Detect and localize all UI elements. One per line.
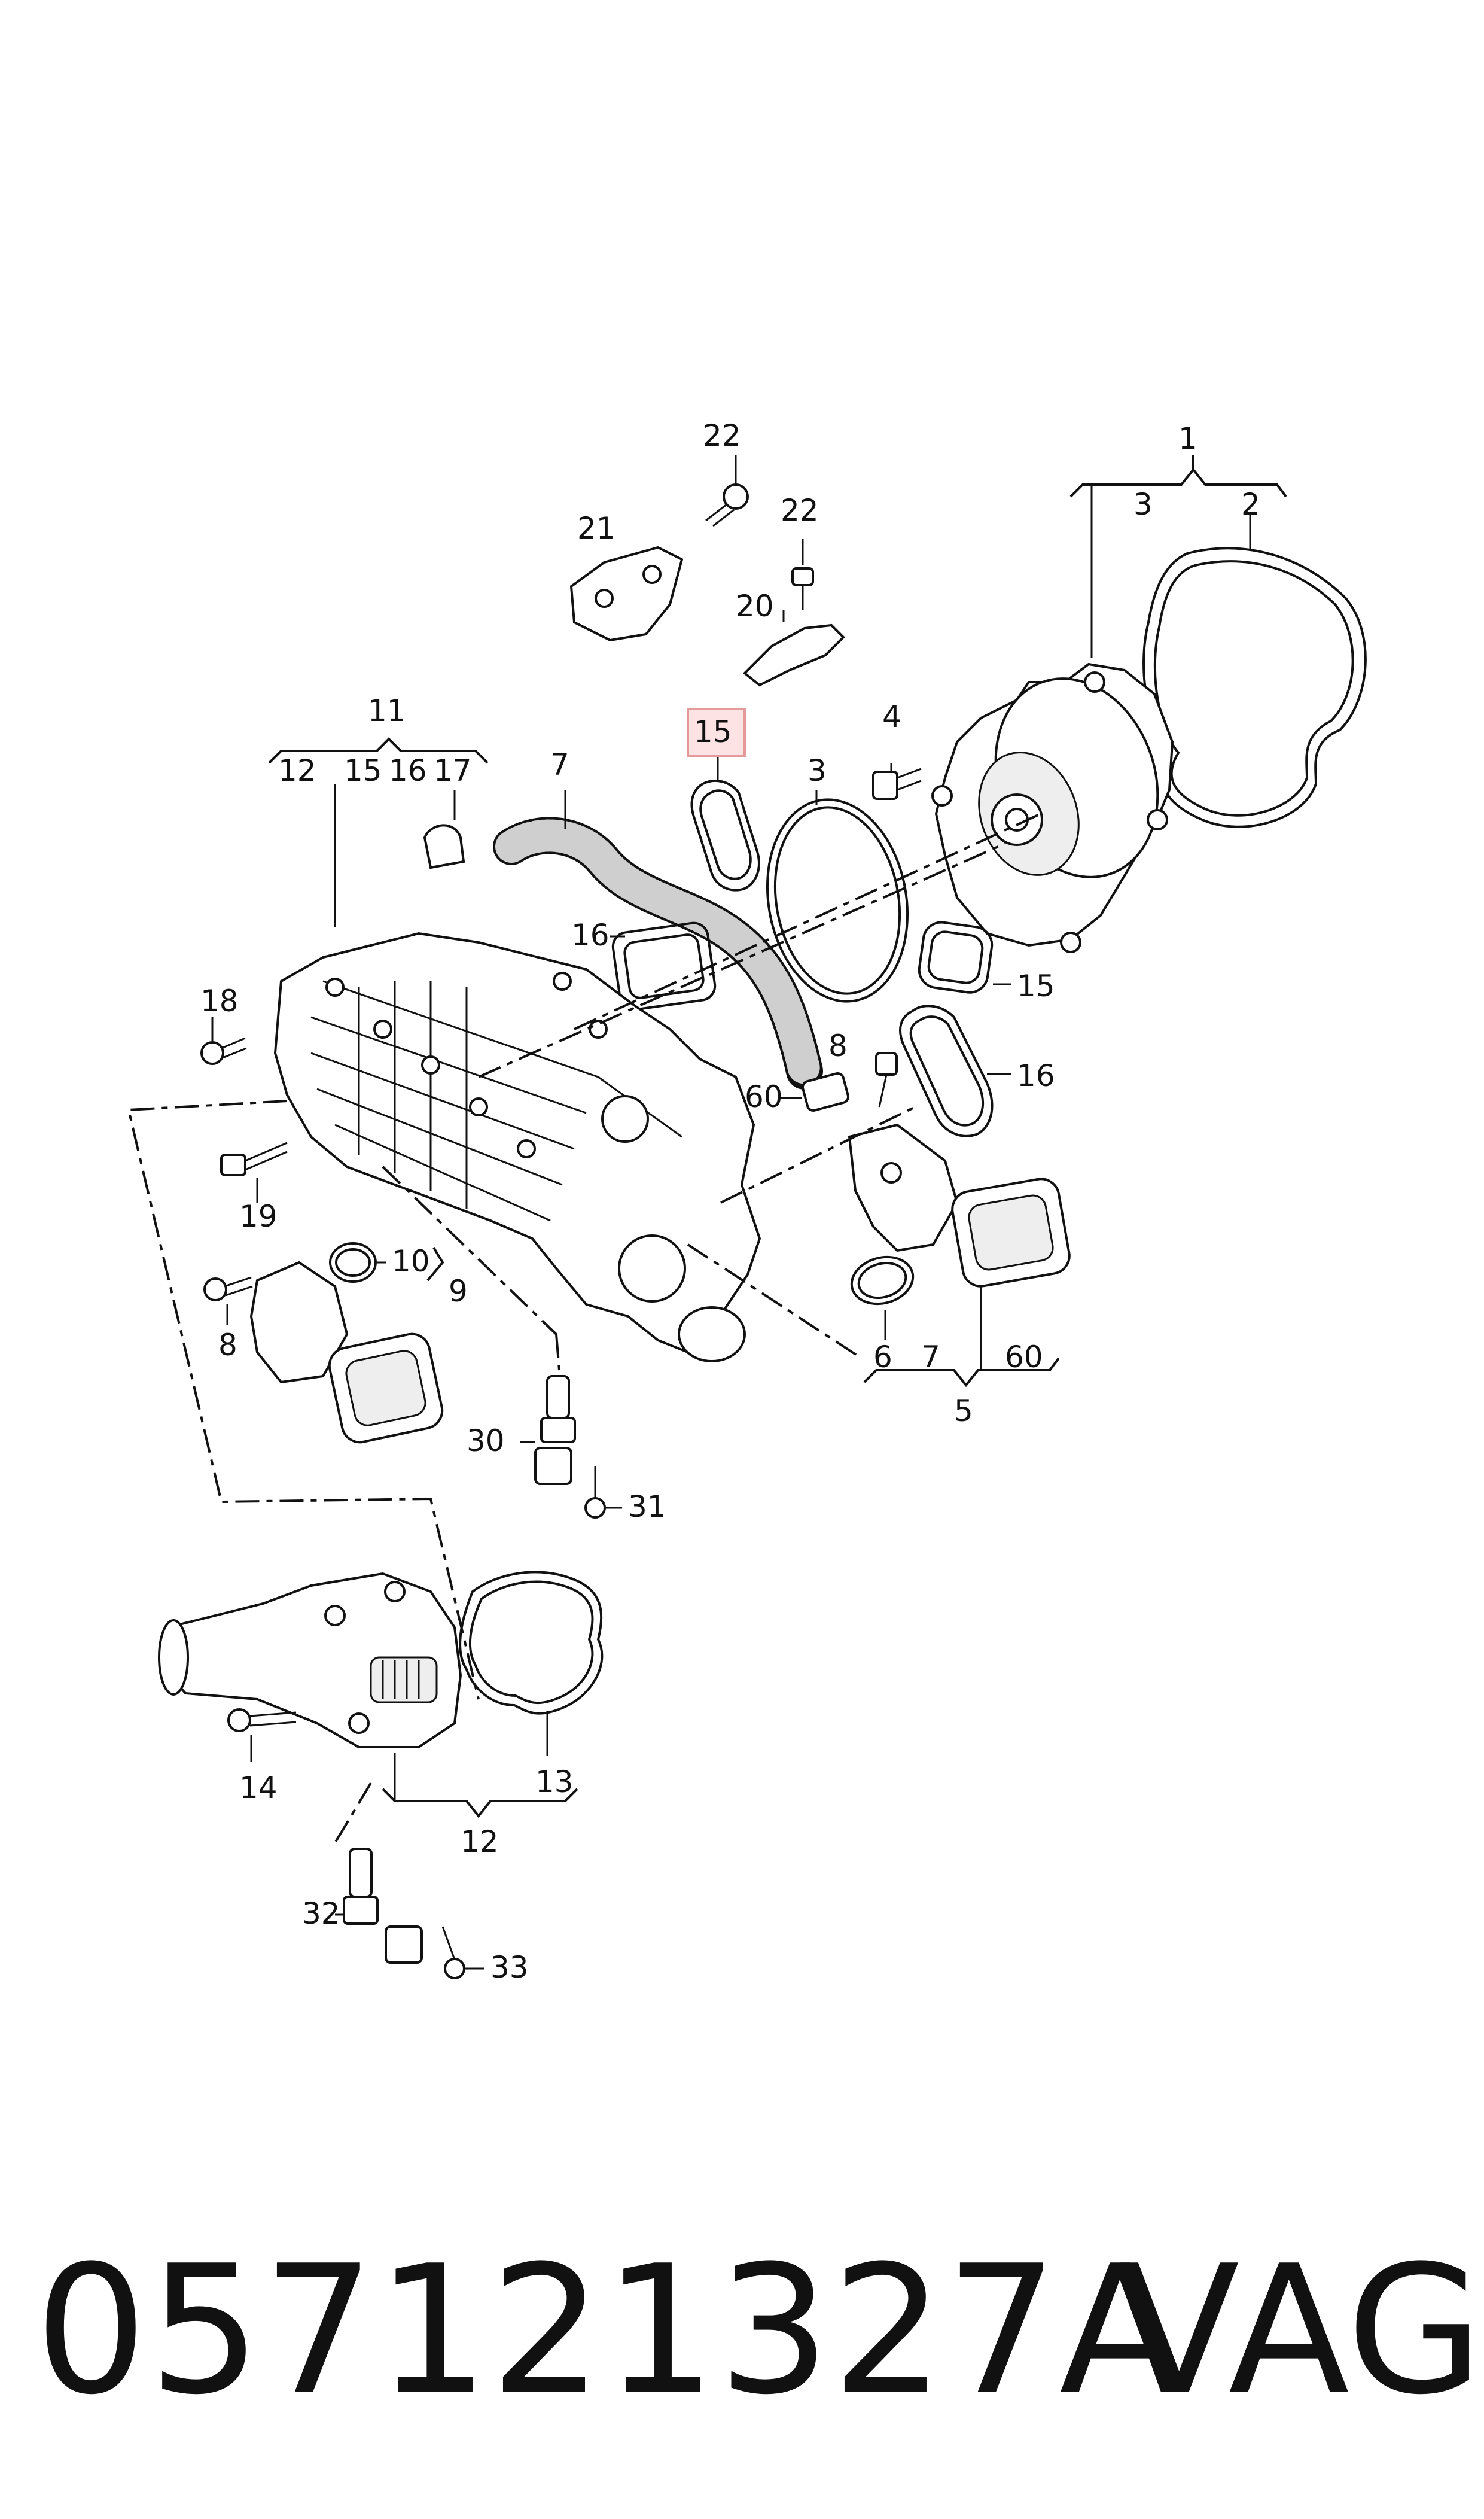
- bolt-33-part: [441, 1926, 484, 1979]
- callout-60-bracket: 60: [1005, 1340, 1043, 1374]
- clip-60-part: [778, 1072, 850, 1112]
- callout-17: 17: [434, 753, 472, 788]
- callout-7-bracket: 7: [921, 1340, 940, 1374]
- callout-2: 2: [1241, 487, 1260, 522]
- callout-18: 18: [200, 984, 239, 1018]
- cap-17-part: [423, 824, 465, 869]
- callout-60-clip: 60: [745, 1079, 783, 1114]
- callout-20: 20: [736, 589, 774, 623]
- callout-8-left: 8: [218, 1328, 237, 1362]
- callout-labels: 1 3 2 22 21 22 20 4 15 3 7 11 12 15 16 1…: [200, 418, 1260, 1985]
- callout-33: 33: [490, 1950, 529, 1985]
- o-ring-10-part: [329, 1242, 377, 1283]
- bolt-18-part: [200, 1017, 247, 1065]
- bolt-14-part: [227, 1708, 297, 1762]
- callout-32: 32: [302, 1896, 340, 1931]
- sensor-32-part: [335, 1848, 423, 1964]
- callout-3-pump: 3: [1133, 487, 1153, 522]
- gasket-16-right-part: [899, 1005, 994, 1137]
- bolt-4-part: [872, 763, 922, 800]
- callout-3-ring: 3: [807, 753, 827, 788]
- callout-21: 21: [577, 511, 615, 546]
- callout-15-highlight: 15: [694, 714, 732, 749]
- callout-10: 10: [392, 1244, 430, 1279]
- callout-11: 11: [368, 693, 406, 728]
- callout-6: 6: [873, 1340, 892, 1374]
- thermostat-9-part: [249, 1261, 444, 1444]
- sensor-30-part: [520, 1375, 576, 1485]
- callout-4: 4: [882, 699, 901, 734]
- gasket-15-right-part: [918, 921, 994, 994]
- brand-label: VAG: [1119, 2227, 1484, 2433]
- bracket-group-11: [268, 737, 489, 927]
- bolt-19-part: [220, 1142, 288, 1203]
- gasket-13-part: [459, 1571, 604, 1715]
- bolt-22-lower-part: [791, 539, 814, 610]
- callout-14: 14: [239, 1770, 278, 1805]
- hose-7-part: [493, 790, 823, 1090]
- water-pump-part: [931, 662, 1174, 953]
- callout-8-right: 8: [828, 1029, 848, 1063]
- callout-16-top: 16: [389, 753, 427, 788]
- coolant-housing-part: [273, 932, 761, 1362]
- callout-12-top: 12: [278, 753, 316, 788]
- callout-7-hose: 7: [550, 747, 569, 782]
- pump-gasket-part: [1142, 547, 1367, 828]
- callout-16-right: 16: [1017, 1058, 1055, 1093]
- bracket-group-5: [863, 1286, 1060, 1388]
- callout-19: 19: [239, 1199, 278, 1234]
- callout-22-lower: 22: [781, 493, 819, 528]
- gasket-15-highlight-part: [690, 780, 760, 892]
- callout-31: 31: [628, 1489, 666, 1524]
- thermostat-5-part: [848, 1123, 1071, 1288]
- bolt-22-upper-part: [705, 455, 749, 527]
- alignment-lines: [127, 813, 1041, 1844]
- callout-22-upper: 22: [703, 418, 741, 453]
- bracket-group-1: [1069, 455, 1287, 658]
- o-ring-6-part: [850, 1255, 915, 1306]
- callout-12-bottom: 12: [461, 1824, 499, 1859]
- bracket-21-part: [569, 546, 684, 642]
- callout-15-top: 15: [344, 753, 382, 788]
- bolt-31-part: [584, 1466, 622, 1519]
- callout-13: 13: [535, 1764, 574, 1799]
- gasket-16-left-part: [611, 921, 717, 1011]
- bracket-group-9: [426, 1246, 444, 1282]
- exploded-parts-diagram: 1 3 2 22 21 22 20 4 15 3 7 11 12 15 16 1…: [127, 418, 1367, 1985]
- bolt-8-left-part: [203, 1276, 253, 1325]
- callout-16-left: 16: [571, 918, 610, 953]
- callout-1: 1: [1178, 421, 1197, 456]
- callout-30: 30: [467, 1423, 505, 1458]
- callout-15-right: 15: [1017, 969, 1055, 1003]
- callout-5: 5: [954, 1394, 973, 1428]
- bolt-8-right-part: [875, 1052, 898, 1108]
- callout-9: 9: [449, 1274, 468, 1309]
- highlight-callout-box: [687, 708, 746, 757]
- bracket-20-part: [743, 623, 845, 687]
- part-number: 057121327A: [35, 2227, 1182, 2433]
- lower-housing-12-part: [158, 1572, 462, 1748]
